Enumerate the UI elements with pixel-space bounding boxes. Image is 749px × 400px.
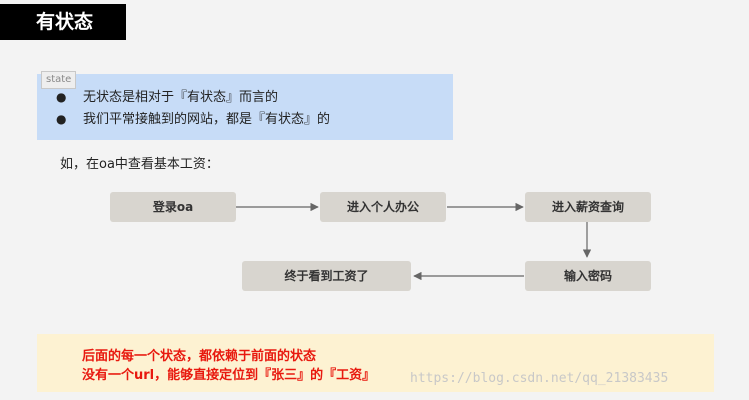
- flow-node-see-salary: 终于看到工资了: [242, 261, 411, 291]
- bullet-list: ● 无状态是相对于『有状态』而言的 ● 我们平常接触到的网站，都是『有状态』的: [56, 86, 330, 130]
- bullet-item: ● 我们平常接触到的网站，都是『有状态』的: [56, 108, 330, 130]
- bullet-dot-icon: ●: [56, 90, 67, 104]
- bullet-dot-icon: ●: [56, 112, 67, 126]
- bullet-text: 我们平常接触到的网站，都是『有状态』的: [83, 112, 331, 127]
- flow-node-personal-office: 进入个人办公: [320, 192, 446, 222]
- note-line: 没有一个url，能够直接定位到『张三』的『工资』: [82, 368, 376, 383]
- page-title: 有状态: [0, 4, 126, 40]
- flow-node-login: 登录oa: [110, 192, 236, 222]
- flow-node-salary-query: 进入薪资查询: [525, 192, 651, 222]
- note-box: [37, 334, 714, 392]
- state-tag: state: [41, 71, 77, 89]
- bullet-item: ● 无状态是相对于『有状态』而言的: [56, 86, 330, 108]
- note-line: 后面的每一个状态，都依赖于前面的状态: [82, 349, 317, 364]
- example-text: 如，在oa中查看基本工资：: [60, 157, 219, 172]
- watermark: https://blog.csdn.net/qq_21383435: [410, 371, 669, 386]
- flow-node-enter-password: 输入密码: [525, 261, 651, 291]
- info-box: [37, 74, 453, 140]
- bullet-text: 无状态是相对于『有状态』而言的: [83, 90, 279, 105]
